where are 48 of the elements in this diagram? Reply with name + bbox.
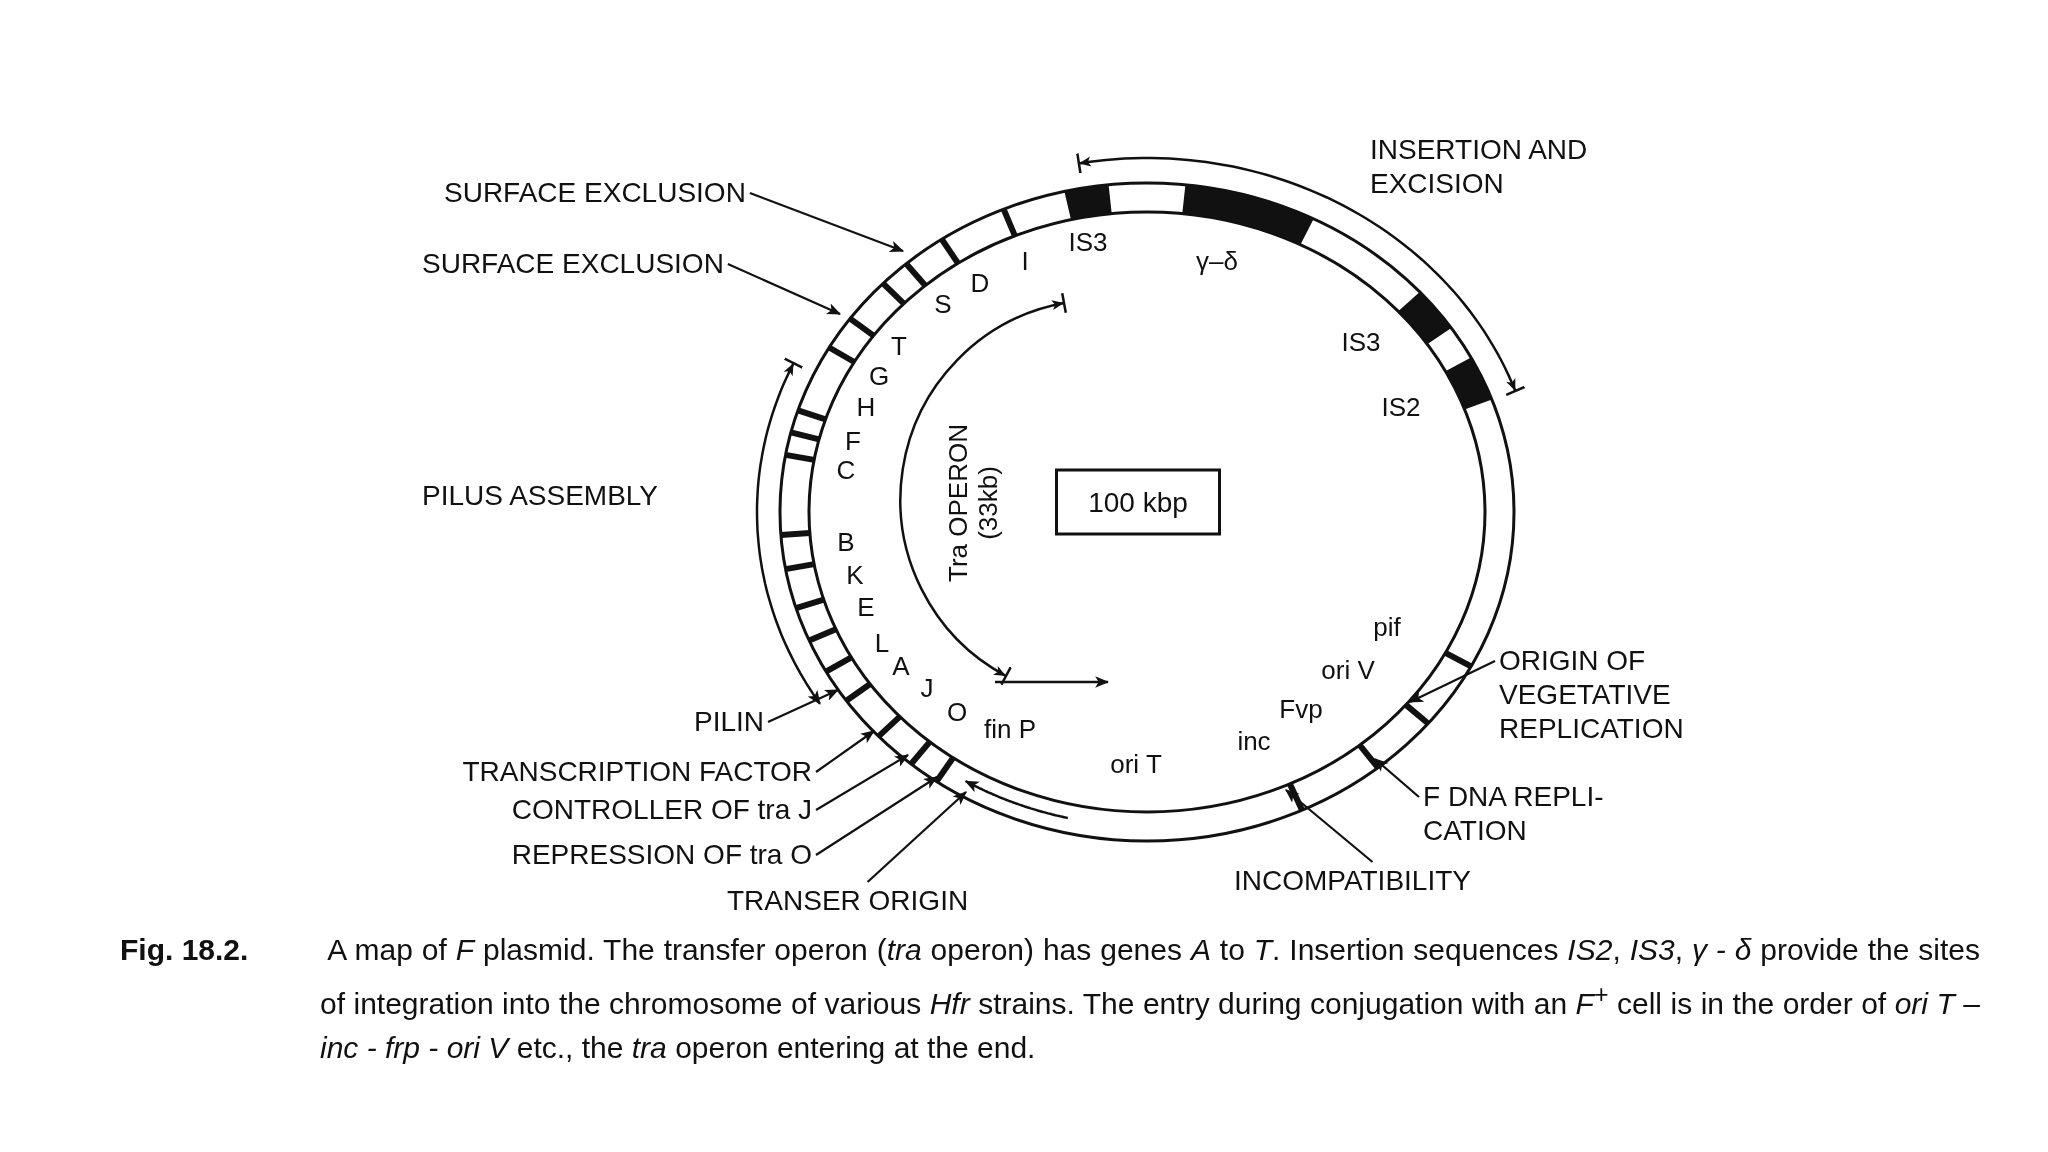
feature-label: TRANSER ORIGIN	[727, 884, 969, 918]
locus-label: ori T	[1110, 748, 1162, 781]
feature-label: INCOMPATIBILITY	[1234, 864, 1471, 898]
element-label: γ–δ	[1196, 245, 1238, 278]
gene-label: K	[846, 559, 864, 592]
element-label: IS2	[1381, 391, 1421, 424]
feature-label: REPRESSION OF tra O	[511, 838, 812, 872]
leader-arrow	[749, 191, 905, 253]
element-label: IS3	[1341, 326, 1381, 359]
locus-label: ori V	[1321, 654, 1375, 687]
leader-arrow	[767, 689, 840, 723]
leader-arrow	[815, 754, 909, 811]
region-label: INSERTION AND EXCISION	[1370, 133, 1589, 201]
gene-label: T	[891, 330, 907, 363]
gene-label: O	[946, 696, 968, 729]
scale-box: 100 kbp	[1055, 468, 1221, 536]
feature-label: TRANSCRIPTION FACTOR	[462, 755, 812, 789]
operon-label: Tra OPERON (33kb)	[943, 423, 1003, 584]
leader-arrow	[727, 263, 842, 315]
figure-caption: Fig. 18.2. A map of F plasmid. The transfer operon (tra operon) has genes A to T. Insertion sequences IS2, IS3, γ - δ provide the sites of integration into the chromosome of various Hfr strains. The entry during conjugation with an F$^{+}$ cell is in the order of ori T – inc - frp - ori V etc., the tra operon entering at the end.	[120, 932, 1980, 1066]
feature-label: SURFACE EXCLUSION	[422, 247, 724, 281]
gene-label: A	[892, 650, 910, 683]
element-label: IS3	[1068, 226, 1108, 259]
gene-label: D	[970, 267, 990, 300]
leader-arrow	[1374, 758, 1420, 798]
leader-arrow	[1285, 789, 1374, 863]
gene-label: E	[857, 591, 875, 624]
locus-label: Fvp	[1279, 693, 1323, 726]
feature-label: SURFACE EXCLUSION	[444, 176, 746, 210]
gene-label: S	[934, 288, 952, 321]
leader-arrow	[866, 791, 967, 883]
region-label: PILUS ASSEMBLY	[422, 479, 659, 513]
feature-label: PILIN	[693, 705, 764, 739]
locus-label: inc	[1237, 725, 1271, 758]
feature-label: ORIGIN OF VEGETATIVE REPLICATION	[1499, 644, 1769, 746]
feature-label: CONTROLLER OF tra J	[511, 793, 812, 827]
leader-arrow	[815, 730, 875, 773]
leader-arrow	[815, 776, 938, 856]
gene-label: B	[837, 526, 855, 559]
locus-label: fin P	[984, 713, 1036, 746]
locus-label: pif	[1373, 611, 1401, 644]
gene-label: G	[868, 360, 890, 393]
gene-label: H	[856, 391, 876, 424]
gene-label: L	[874, 627, 890, 660]
gene-label: J	[920, 672, 934, 705]
leader-arrow	[1408, 660, 1496, 703]
feature-label: F DNA REPLI- CATION	[1423, 780, 1663, 848]
gene-label: I	[1021, 245, 1029, 278]
